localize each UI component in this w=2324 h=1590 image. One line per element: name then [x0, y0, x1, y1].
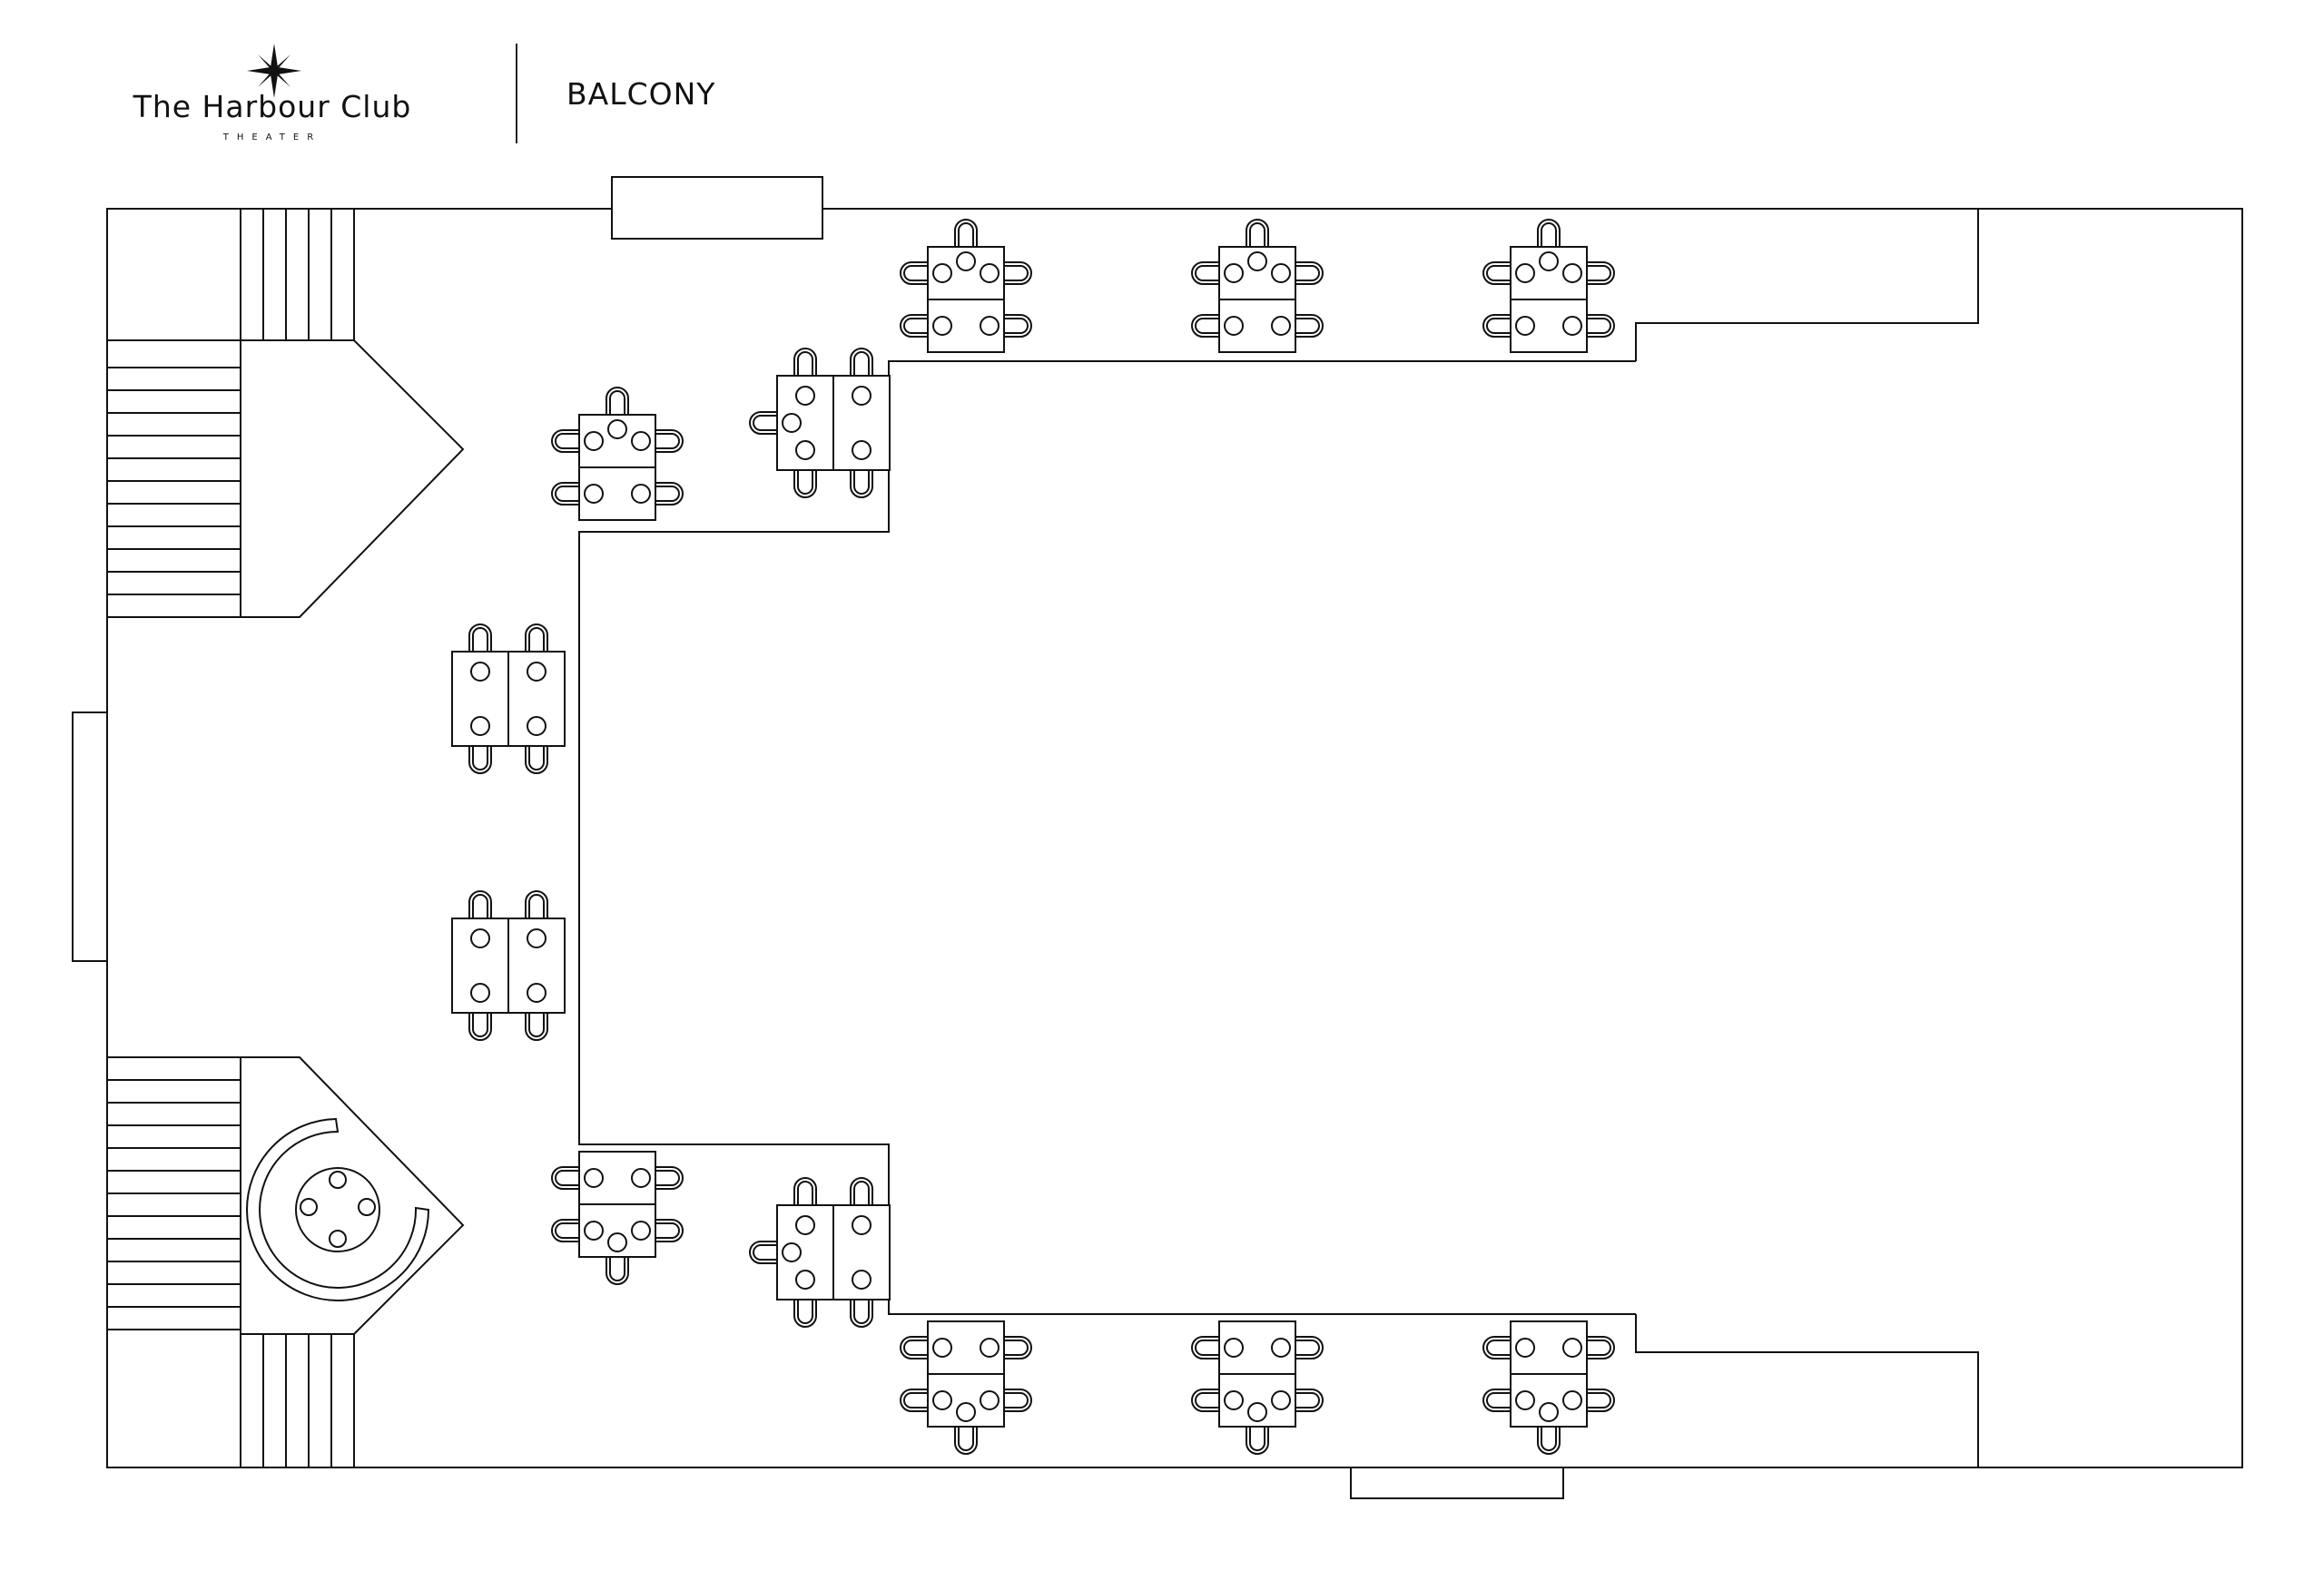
seat: [1247, 251, 1267, 271]
seat: [1224, 316, 1244, 336]
table-group: [551, 1151, 684, 1285]
seat: [631, 484, 651, 504]
seat: [782, 413, 802, 433]
seat: [980, 1338, 1000, 1358]
seat: [470, 662, 490, 682]
round-booth: [246, 1117, 430, 1301]
table-group: [1191, 219, 1324, 353]
seat: [584, 484, 604, 504]
table-group: [749, 348, 891, 498]
seat: [980, 316, 1000, 336]
seat: [607, 419, 627, 439]
seat: [631, 431, 651, 451]
seat: [795, 1270, 815, 1290]
right-partition-top: [1635, 209, 1979, 361]
seat: [932, 263, 952, 283]
door-top: [611, 176, 823, 240]
venue-subtitle: THEATER: [222, 132, 322, 142]
seat: [1539, 251, 1559, 271]
table-group: [551, 387, 684, 521]
seat: [1515, 316, 1535, 336]
seat: [1562, 316, 1582, 336]
seat: [1224, 1390, 1244, 1410]
seat: [1271, 1338, 1291, 1358]
seat: [852, 440, 872, 460]
seat: [631, 1168, 651, 1188]
seat: [980, 263, 1000, 283]
seat: [527, 716, 547, 736]
seat: [1515, 263, 1535, 283]
seat: [852, 1215, 872, 1235]
seat: [932, 1390, 952, 1410]
table-group: [749, 1177, 891, 1328]
seat: [956, 1402, 976, 1422]
seat: [527, 928, 547, 948]
seat: [932, 316, 952, 336]
seat: [1271, 316, 1291, 336]
seat: [470, 928, 490, 948]
venue-name: The Harbour Club: [133, 89, 412, 124]
seat: [1539, 1402, 1559, 1422]
seat: [631, 1221, 651, 1241]
table-group: [1191, 1320, 1324, 1455]
seat: [1271, 1390, 1291, 1410]
seat: [1562, 1338, 1582, 1358]
seat: [584, 431, 604, 451]
seat: [932, 1338, 952, 1358]
seat: [1247, 1402, 1267, 1422]
seat: [470, 983, 490, 1003]
table-group: [900, 219, 1032, 353]
seat: [470, 716, 490, 736]
seat: [527, 983, 547, 1003]
table-group: [1482, 219, 1615, 353]
outer-wall: [106, 208, 2243, 1468]
seat: [1562, 263, 1582, 283]
compass-star-icon: [247, 44, 301, 98]
table-group: [900, 1320, 1032, 1455]
seat: [527, 662, 547, 682]
table-group: [451, 890, 566, 1041]
table-group: [451, 623, 566, 774]
seat: [1562, 1390, 1582, 1410]
seat: [1224, 1338, 1244, 1358]
right-partition-bottom: [1635, 1314, 1979, 1467]
section-label: BALCONY: [566, 76, 716, 112]
door-bottom: [1350, 1467, 1564, 1499]
seat: [795, 386, 815, 406]
seat: [795, 1215, 815, 1235]
seat: [584, 1168, 604, 1188]
seat: [1271, 263, 1291, 283]
seat: [1515, 1338, 1535, 1358]
table-group: [1482, 1320, 1615, 1455]
seat: [795, 440, 815, 460]
door-left: [72, 712, 108, 962]
seat: [1224, 263, 1244, 283]
seat: [956, 251, 976, 271]
seat: [782, 1242, 802, 1262]
seat: [980, 1390, 1000, 1410]
seat: [607, 1232, 627, 1252]
stair-landing-bottom: [107, 1056, 465, 1467]
header-divider: [516, 44, 517, 143]
seat: [852, 1270, 872, 1290]
seat: [852, 386, 872, 406]
seat: [1515, 1390, 1535, 1410]
balcony-railing: [578, 360, 1636, 1315]
stair-landing-top: [107, 209, 465, 618]
seat: [584, 1221, 604, 1241]
